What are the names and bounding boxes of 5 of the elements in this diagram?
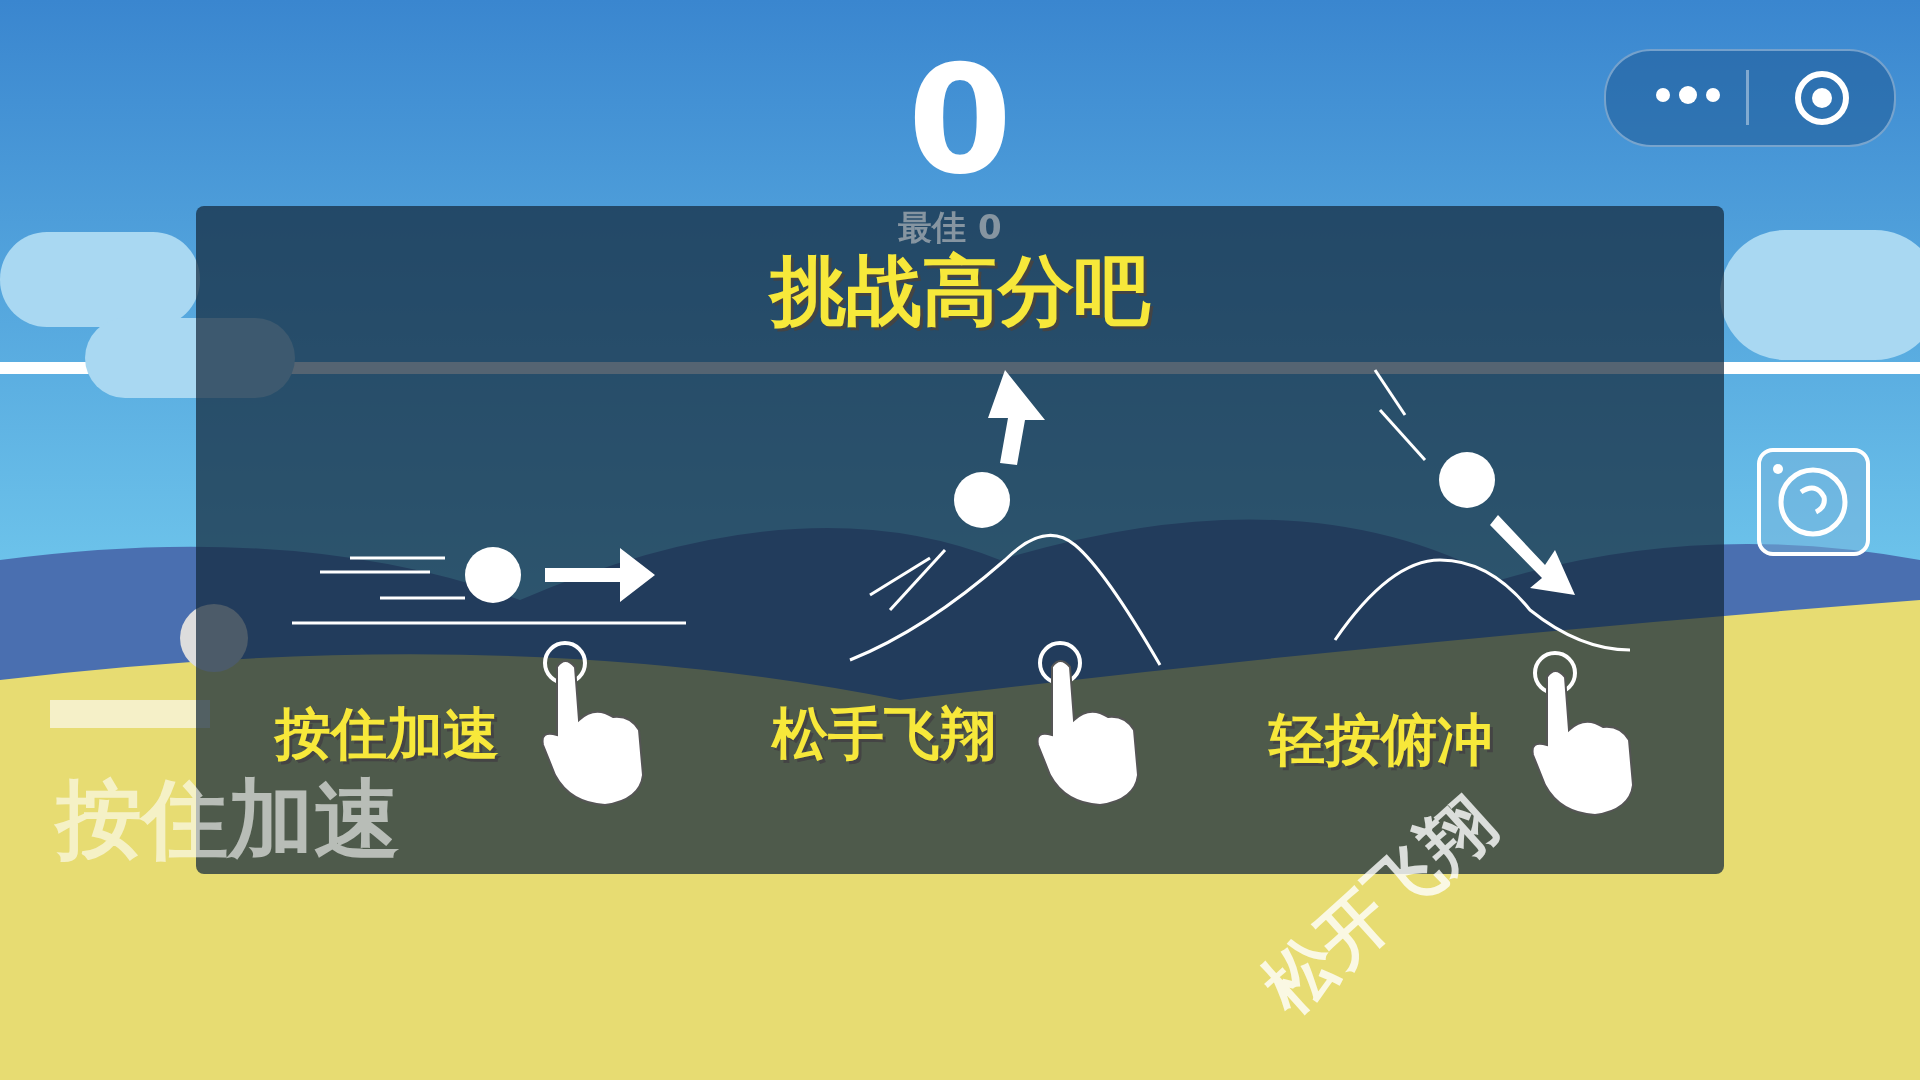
instruction-text: 轻按俯冲 [1269,706,1493,774]
instruction-text: 松手飞翔 [772,700,996,768]
score-text: 0 [907,33,1013,207]
hint-text: 松开飞翔 [1246,779,1512,1031]
instruction-text: 按住加速 [275,700,499,768]
